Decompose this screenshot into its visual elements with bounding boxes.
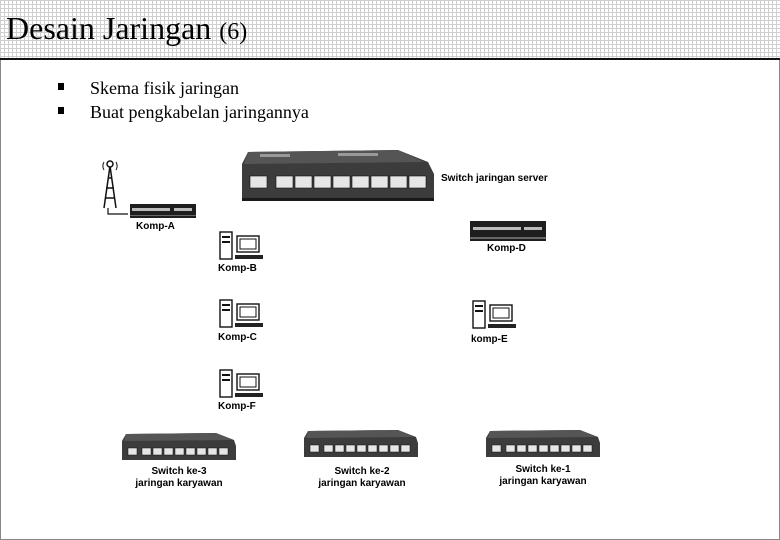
switch-2-icon (304, 430, 418, 457)
komp-b-computer-icon (219, 231, 263, 260)
komp-a-device-icon (130, 204, 196, 218)
komp-d-label: Komp-D (487, 243, 526, 254)
komp-c-label: Komp-C (218, 332, 257, 343)
title-text: Desain Jaringan (6, 10, 212, 46)
bullet-icon (58, 107, 64, 114)
komp-e-computer-icon (472, 300, 516, 329)
bullet-item: Skema fisik jaringan (58, 76, 309, 100)
bullet-list: Skema fisik jaringan Buat pengkabelan ja… (58, 76, 309, 124)
switch-2-label: Switch ke-2 jaringan karyawan (318, 466, 406, 489)
switch-3-label: Switch ke-3 jaringan karyawan (135, 466, 223, 489)
title-number: (6) (219, 19, 248, 45)
komp-b-label: Komp-B (218, 263, 257, 274)
bullet-icon (58, 83, 64, 90)
switch-3-icon (122, 433, 236, 460)
komp-f-computer-icon (219, 369, 263, 398)
komp-d-device-icon (470, 221, 546, 241)
server-switch-icon (242, 150, 434, 201)
komp-e-label: komp-E (471, 334, 508, 345)
switch-1-icon (486, 430, 600, 457)
antenna-icon (102, 160, 128, 215)
server-switch-label: Switch jaringan server (441, 173, 548, 184)
komp-a-label: Komp-A (136, 221, 175, 232)
title-bar: Desain Jaringan (6) (0, 0, 780, 60)
switch-1-label: Switch ke-1 jaringan karyawan (499, 464, 587, 487)
komp-c-computer-icon (219, 299, 263, 328)
slide-title: Desain Jaringan (6) (6, 10, 247, 47)
bullet-item: Buat pengkabelan jaringannya (58, 100, 309, 124)
komp-f-label: Komp-F (218, 401, 256, 412)
